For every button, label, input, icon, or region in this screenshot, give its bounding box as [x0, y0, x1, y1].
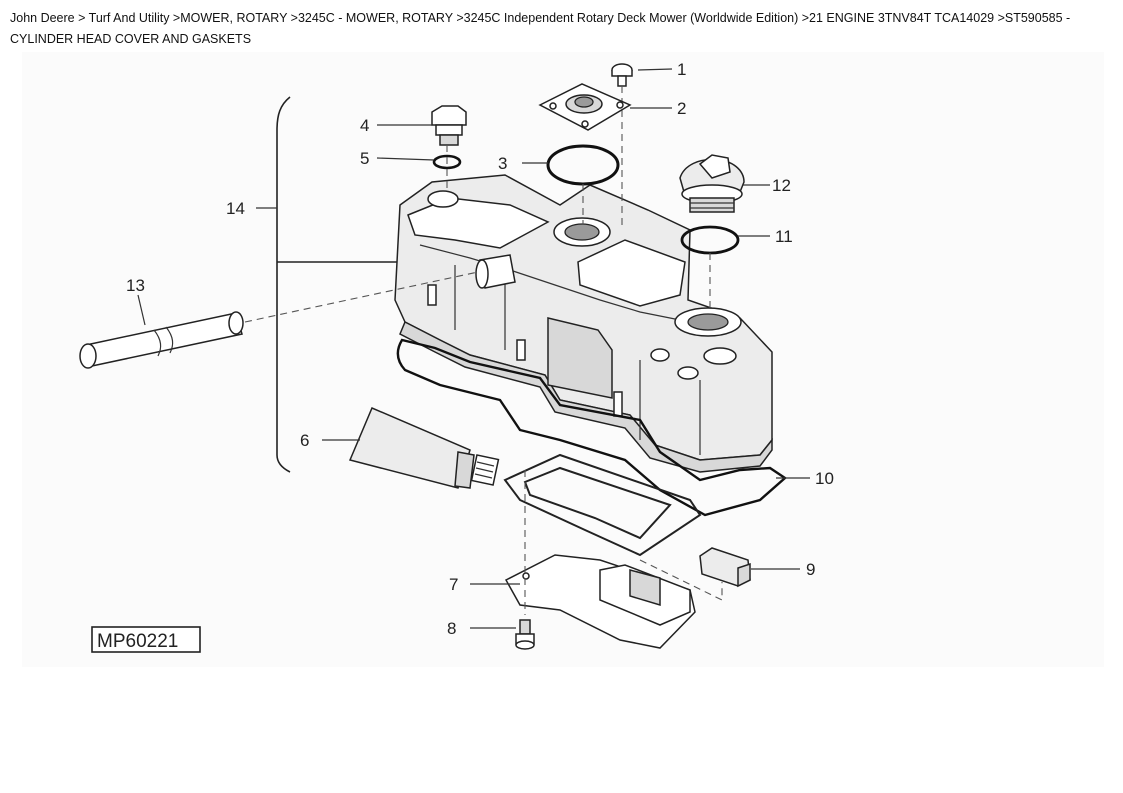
callout-4: 4	[360, 116, 369, 135]
cylinder-head-cover	[394, 174, 773, 473]
callout-10: 10	[815, 469, 834, 488]
part-9-grommet	[699, 547, 751, 588]
part-10-gasket	[396, 338, 787, 517]
breadcrumb[interactable]: John Deere > Turf And Utility >MOWER, RO…	[10, 8, 1110, 50]
part-3-o-ring	[546, 144, 620, 186]
figure-id: MP60221	[97, 631, 178, 652]
breadcrumb-text[interactable]: John Deere > Turf And Utility >MOWER, RO…	[10, 11, 1071, 46]
part-6-sealant-tube	[348, 407, 500, 489]
part-7-gasket	[503, 453, 702, 557]
parts-diagram: 1 2 3 4 5 6 7 8 9 10 11 12 13 14 MP60221	[22, 52, 1104, 667]
callout-9: 9	[806, 560, 815, 579]
callout-1: 1	[677, 60, 686, 79]
part-9-axis	[639, 559, 723, 601]
callout-11: 11	[775, 227, 793, 246]
callout-8: 8	[447, 619, 456, 638]
part-2-breather-plate	[538, 83, 632, 131]
callout-7: 7	[449, 575, 458, 594]
figure-id-box	[91, 626, 201, 653]
part-12-filler-cap	[679, 154, 745, 213]
callout-2: 2	[677, 99, 686, 118]
callout-13: 13	[126, 276, 145, 295]
callout-3: 3	[498, 154, 507, 173]
assembly-bracket	[276, 96, 291, 473]
part-13-axis	[244, 271, 479, 323]
part-8-bolt	[515, 619, 535, 650]
part-7-cover-plate	[504, 554, 696, 649]
part-5-seal-ring	[432, 154, 462, 170]
callout-5: 5	[360, 149, 369, 168]
callout-leaders	[137, 68, 810, 629]
callout-12: 12	[772, 176, 791, 195]
part-4-plug	[431, 105, 467, 146]
callout-14: 14	[226, 199, 245, 218]
part-13-hose	[79, 311, 244, 369]
callout-6: 6	[300, 431, 309, 450]
part-1-screw	[611, 63, 633, 87]
